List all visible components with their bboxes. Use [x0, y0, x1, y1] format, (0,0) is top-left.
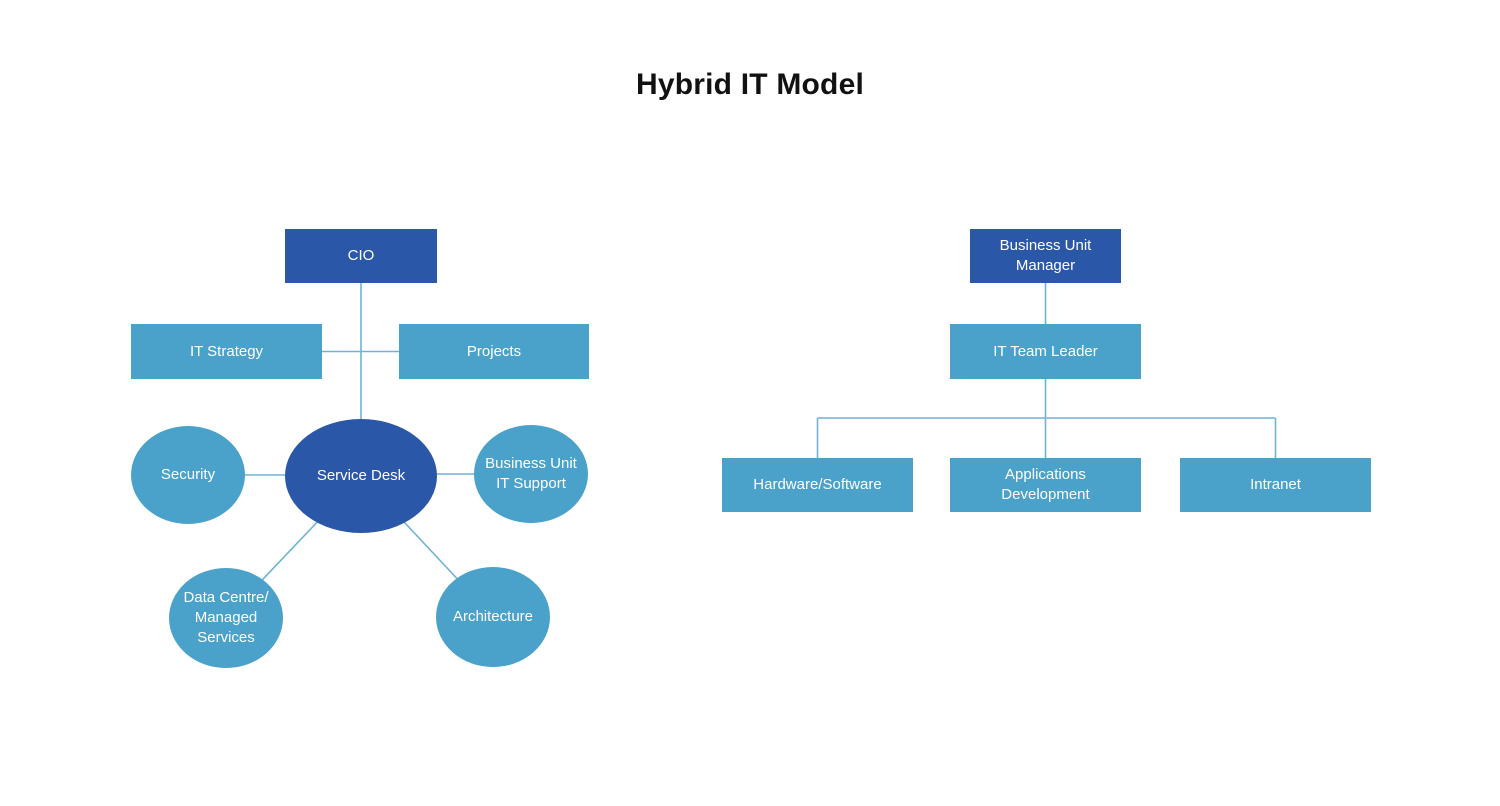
node-security: Security	[131, 426, 245, 524]
node-hardware-software-label: Hardware/Software	[753, 476, 882, 494]
node-security-label: Security	[160, 466, 216, 484]
node-applications-development: Applications Development	[950, 458, 1141, 512]
node-business-unit-it-support: Business Unit IT Support	[474, 425, 588, 523]
node-cio: CIO	[285, 229, 437, 283]
page-title: Hybrid IT Model	[636, 68, 864, 101]
node-hardware-software: Hardware/Software	[722, 458, 913, 512]
node-it-team-leader: IT Team Leader	[950, 324, 1141, 379]
node-applications-development-label: Applications Development	[1001, 466, 1090, 503]
node-architecture-label: Architecture	[452, 608, 534, 626]
node-data-centre-managed-services: Data Centre/ Managed Services	[169, 568, 283, 668]
node-business-unit-it-support-label: Business Unit IT Support	[485, 455, 577, 492]
node-architecture: Architecture	[436, 567, 550, 667]
node-it-team-leader-label: IT Team Leader	[993, 342, 1098, 360]
node-intranet: Intranet	[1180, 458, 1371, 512]
node-cio-label: CIO	[347, 247, 375, 265]
node-business-unit-manager: Business Unit Manager	[970, 229, 1121, 283]
node-projects: Projects	[399, 324, 589, 379]
node-it-strategy: IT Strategy	[131, 324, 322, 379]
node-service-desk: Service Desk	[285, 419, 437, 533]
node-it-strategy-label: IT Strategy	[189, 342, 264, 360]
node-business-unit-manager-label: Business Unit Manager	[999, 237, 1092, 274]
node-projects-label: Projects	[466, 342, 522, 360]
node-intranet-label: Intranet	[1250, 476, 1301, 494]
node-data-centre-managed-services-label: Data Centre/ Managed Services	[183, 589, 269, 646]
node-service-desk-label: Service Desk	[316, 467, 406, 485]
